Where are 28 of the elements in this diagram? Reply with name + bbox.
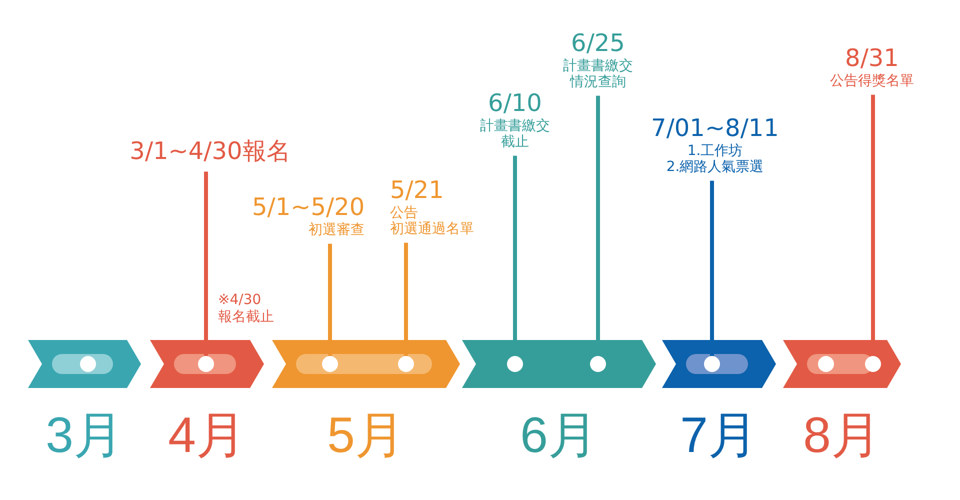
month-label: 7月 bbox=[679, 406, 759, 465]
date-label: 3/1~4/30報名 bbox=[130, 138, 290, 166]
event-description: 公告得獎名單 bbox=[830, 72, 914, 89]
event-description: 初選通過名單 bbox=[390, 220, 474, 237]
date-label: 8/31 bbox=[845, 45, 899, 73]
leader-line bbox=[710, 180, 714, 356]
leader-line bbox=[204, 172, 208, 356]
leader-line bbox=[328, 244, 332, 356]
date-label: 6/10 bbox=[488, 90, 542, 118]
month-label: 3月 bbox=[44, 406, 124, 465]
event-description: 初選審查 bbox=[308, 222, 365, 238]
note-text: ※4/30 報名截止 bbox=[218, 292, 275, 326]
event-description: 計畫書繳交 bbox=[563, 58, 633, 74]
event-description: 情況查詢 bbox=[570, 74, 626, 90]
month-label: 4月 bbox=[167, 406, 247, 465]
date-label: 5/1~5/20 bbox=[252, 194, 365, 222]
month-label: 8月 bbox=[802, 406, 882, 465]
event-description: 公告 bbox=[390, 204, 418, 221]
leader-line bbox=[404, 242, 408, 356]
date-label: 6/25 bbox=[571, 30, 625, 58]
event-description: 2.網路人氣票選 bbox=[666, 158, 764, 175]
month-label: 6月 bbox=[519, 406, 599, 465]
event-description: 1.工作坊 bbox=[687, 142, 743, 159]
event-description: 計畫書繳交 bbox=[480, 118, 550, 134]
event-description: 截止 bbox=[501, 134, 529, 150]
month-label: 5月 bbox=[326, 406, 406, 465]
date-label: 7/01~8/11 bbox=[651, 115, 779, 143]
date-label: 5/21 bbox=[390, 177, 444, 205]
